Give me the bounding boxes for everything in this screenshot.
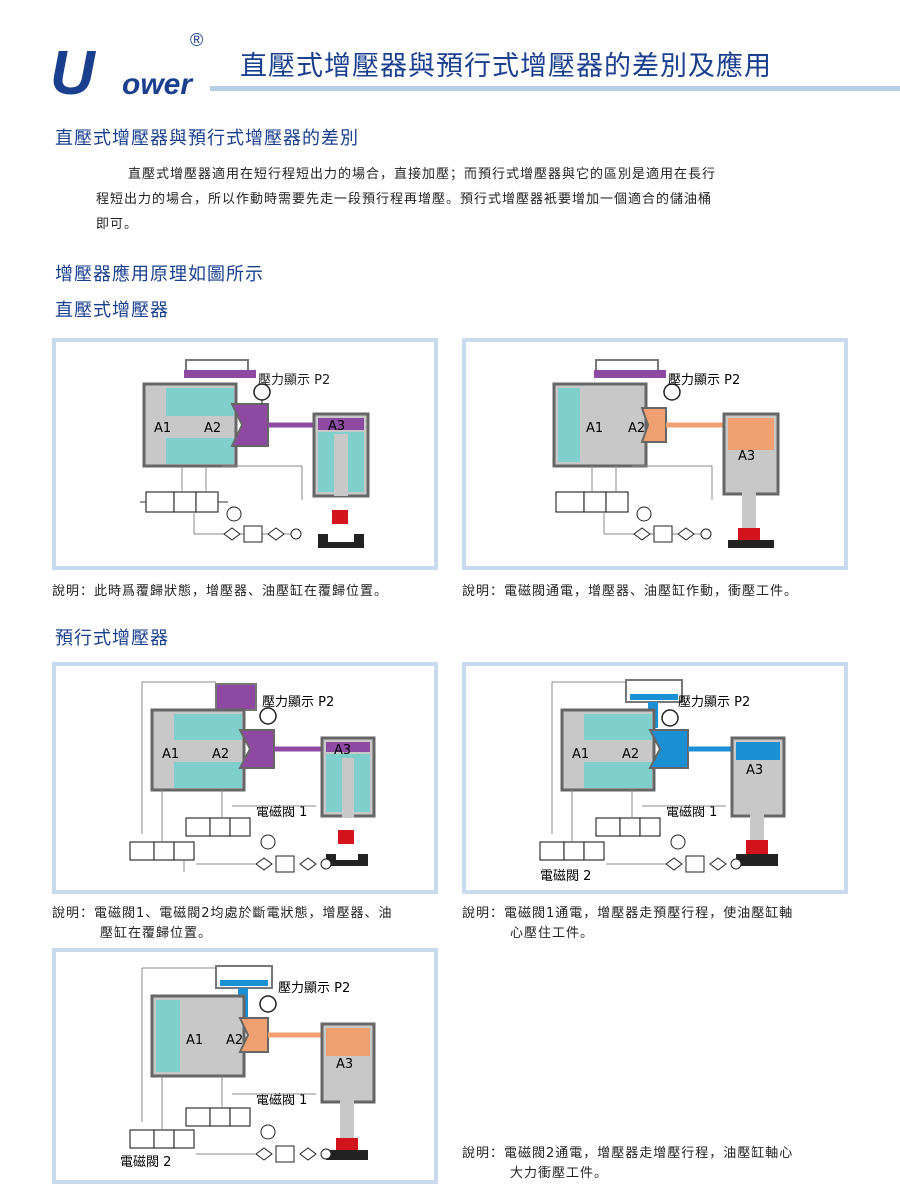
label-a1: A1 xyxy=(162,747,179,762)
gauge-label: 壓力顯示 P2 xyxy=(278,981,350,996)
caption-line: 大力衝壓工件。 xyxy=(510,1166,609,1181)
filter-regulator-icon xyxy=(665,857,683,871)
label-a1: A1 xyxy=(586,421,603,436)
pressure-gauge-icon xyxy=(663,383,681,401)
diagram-panel-3: 壓力顯示 P2 A1 A2 A3 電磁閥 1 xyxy=(52,662,438,894)
filter-regulator-icon xyxy=(255,1147,273,1161)
label-a1: A1 xyxy=(154,421,171,436)
label-a1: A1 xyxy=(186,1033,203,1048)
solenoid-valve-icon xyxy=(145,491,175,513)
filter-regulator-icon xyxy=(223,527,241,541)
diagram-panel-2: 壓力顯示 P2 A1 A2 A3 xyxy=(462,338,848,570)
label-a2: A2 xyxy=(226,1033,243,1048)
direct-reset-diagram: 壓力顯示 P2 A1 A2 A3 xyxy=(140,359,370,548)
chamber-a1-top xyxy=(166,388,234,416)
chamber-a1-bottom xyxy=(166,438,234,464)
label-a1: A1 xyxy=(572,747,589,762)
caption-1: 說明：此時爲覆歸狀態，增壓器、油壓缸在覆歸位置。 xyxy=(52,584,389,599)
valve-2-label: 電磁閥 2 xyxy=(540,869,591,884)
label-a2: A2 xyxy=(212,747,229,762)
workpiece xyxy=(738,528,760,542)
filter-regulator-icon xyxy=(633,527,651,541)
page-title: 直壓式增壓器與預行式增壓器的差別及應用 xyxy=(240,51,772,82)
label-a3: A3 xyxy=(746,763,763,778)
valve-1-label: 電磁閥 1 xyxy=(666,805,717,820)
solenoid-valve-icon xyxy=(539,841,565,861)
filter-regulator-icon xyxy=(255,857,273,871)
section-heading-pretravel: 預行式增壓器 xyxy=(55,628,169,649)
diagram-panel-1: 壓力顯示 P2 A1 A2 A3 xyxy=(52,338,438,570)
gauge-label: 壓力顯示 P2 xyxy=(678,695,750,710)
gauge-label: 壓力顯示 P2 xyxy=(668,373,740,388)
workpiece xyxy=(746,840,768,854)
caption-line: 壓缸在覆歸位置。 xyxy=(100,926,213,941)
title-rule xyxy=(210,86,900,91)
caption-3: 說明：電磁閥1、電磁閥2均處於斷電狀態，增壓器、油 壓缸在覆歸位置。 xyxy=(52,904,393,944)
header: U ower ® 直壓式增壓器與預行式增壓器的差別及應用 xyxy=(0,0,900,110)
valve-2-label: 電磁閥 2 xyxy=(120,1155,171,1170)
caption-line: 說明：電磁閥1通電，增壓器走預壓行程，使油壓缸軸 xyxy=(462,906,794,921)
die xyxy=(728,540,774,548)
gauge-label: 壓力顯示 P2 xyxy=(262,695,334,710)
diagram-panel-5: 壓力顯示 P2 A1 A2 A3 電磁閥 1 電磁閥 2 xyxy=(52,948,438,1184)
die xyxy=(318,534,364,548)
logo-letter-u: U xyxy=(50,39,95,108)
caption-2: 說明：電磁閥通電，增壓器、油壓缸作動，衝壓工件。 xyxy=(462,584,799,599)
pretravel-reset-diagram: 壓力顯示 P2 A1 A2 A3 電磁閥 1 xyxy=(129,681,376,873)
caption-line: 說明：電磁閥2通電，增壓器走增壓行程，油壓缸軸心 xyxy=(462,1146,794,1161)
reservoir xyxy=(215,683,257,711)
valve-1-label: 電磁閥 1 xyxy=(256,1093,307,1108)
solenoid-valve-icon xyxy=(185,1107,211,1127)
registered-mark: ® xyxy=(190,30,204,50)
label-a3: A3 xyxy=(328,419,345,434)
paragraph-line: 程短出力的場合，所以作動時需要先走一段預行程再增壓。預行式增壓器衹要增加一個適合… xyxy=(96,192,713,207)
paragraph-line: 即可。 xyxy=(96,217,139,232)
logo-word: ower xyxy=(122,68,193,101)
workpiece xyxy=(338,830,354,844)
section-heading-difference: 直壓式增壓器與預行式增壓器的差別 xyxy=(55,128,359,149)
caption-line: 說明：電磁閥1、電磁閥2均處於斷電狀態，增壓器、油 xyxy=(52,906,393,921)
chamber-a2 xyxy=(640,407,667,443)
label-a2: A2 xyxy=(204,421,221,436)
direct-energized-diagram: 壓力顯示 P2 A1 A2 A3 xyxy=(552,359,780,548)
pressure-gauge-icon xyxy=(259,995,277,1013)
section-heading-principle: 增壓器應用原理如圖所示 xyxy=(55,264,264,285)
section-heading-direct: 直壓式增壓器 xyxy=(55,300,169,321)
die xyxy=(736,854,778,866)
solenoid-valve-icon xyxy=(185,817,211,837)
solenoid-valve-icon xyxy=(595,817,621,837)
workpiece xyxy=(332,510,348,524)
gauge-small xyxy=(226,506,242,522)
chamber-a1 xyxy=(558,388,580,462)
label-a3: A3 xyxy=(336,1057,353,1072)
intro-paragraph: 直壓式增壓器適用在短行程短出力的場合，直接加壓；而預行式增壓器與它的區別是適用在… xyxy=(96,162,816,237)
pretravel-valve2-diagram: 壓力顯示 P2 A1 A2 A3 電磁閥 1 電磁閥 2 xyxy=(120,965,376,1170)
die xyxy=(326,854,368,866)
gauge-label: 壓力顯示 P2 xyxy=(258,373,330,388)
caption-5: 說明：電磁閥2通電，增壓器走增壓行程，油壓缸軸心 大力衝壓工件。 xyxy=(462,1144,793,1184)
solenoid-valve-icon xyxy=(555,491,585,513)
caption-4: 說明：電磁閥1通電，增壓器走預壓行程，使油壓缸軸 心壓住工件。 xyxy=(462,904,793,944)
upower-logo: U ower ® xyxy=(50,30,210,110)
label-a3: A3 xyxy=(334,743,351,758)
pressure-gauge-icon xyxy=(661,709,679,727)
pretravel-valve1-diagram: 壓力顯示 P2 A1 A2 A3 電磁閥 1 電磁閥 2 xyxy=(539,679,786,884)
solenoid-valve-icon xyxy=(129,841,155,861)
workpiece xyxy=(336,1138,358,1152)
diagram-panel-4: 壓力顯示 P2 A1 A2 A3 電磁閥 1 電磁閥 2 xyxy=(462,662,848,894)
paragraph-line: 直壓式增壓器適用在短行程短出力的場合，直接加壓；而預行式增壓器與它的區別是適用在… xyxy=(128,167,717,182)
label-a3: A3 xyxy=(738,449,755,464)
label-a2: A2 xyxy=(628,421,645,436)
label-a2: A2 xyxy=(622,747,639,762)
caption-line: 心壓住工件。 xyxy=(510,926,595,941)
reservoir-line xyxy=(184,370,256,378)
pressure-gauge-icon xyxy=(259,707,277,725)
solenoid-valve-icon xyxy=(129,1129,155,1149)
die xyxy=(326,1150,368,1160)
valve-1-label: 電磁閥 1 xyxy=(256,805,307,820)
